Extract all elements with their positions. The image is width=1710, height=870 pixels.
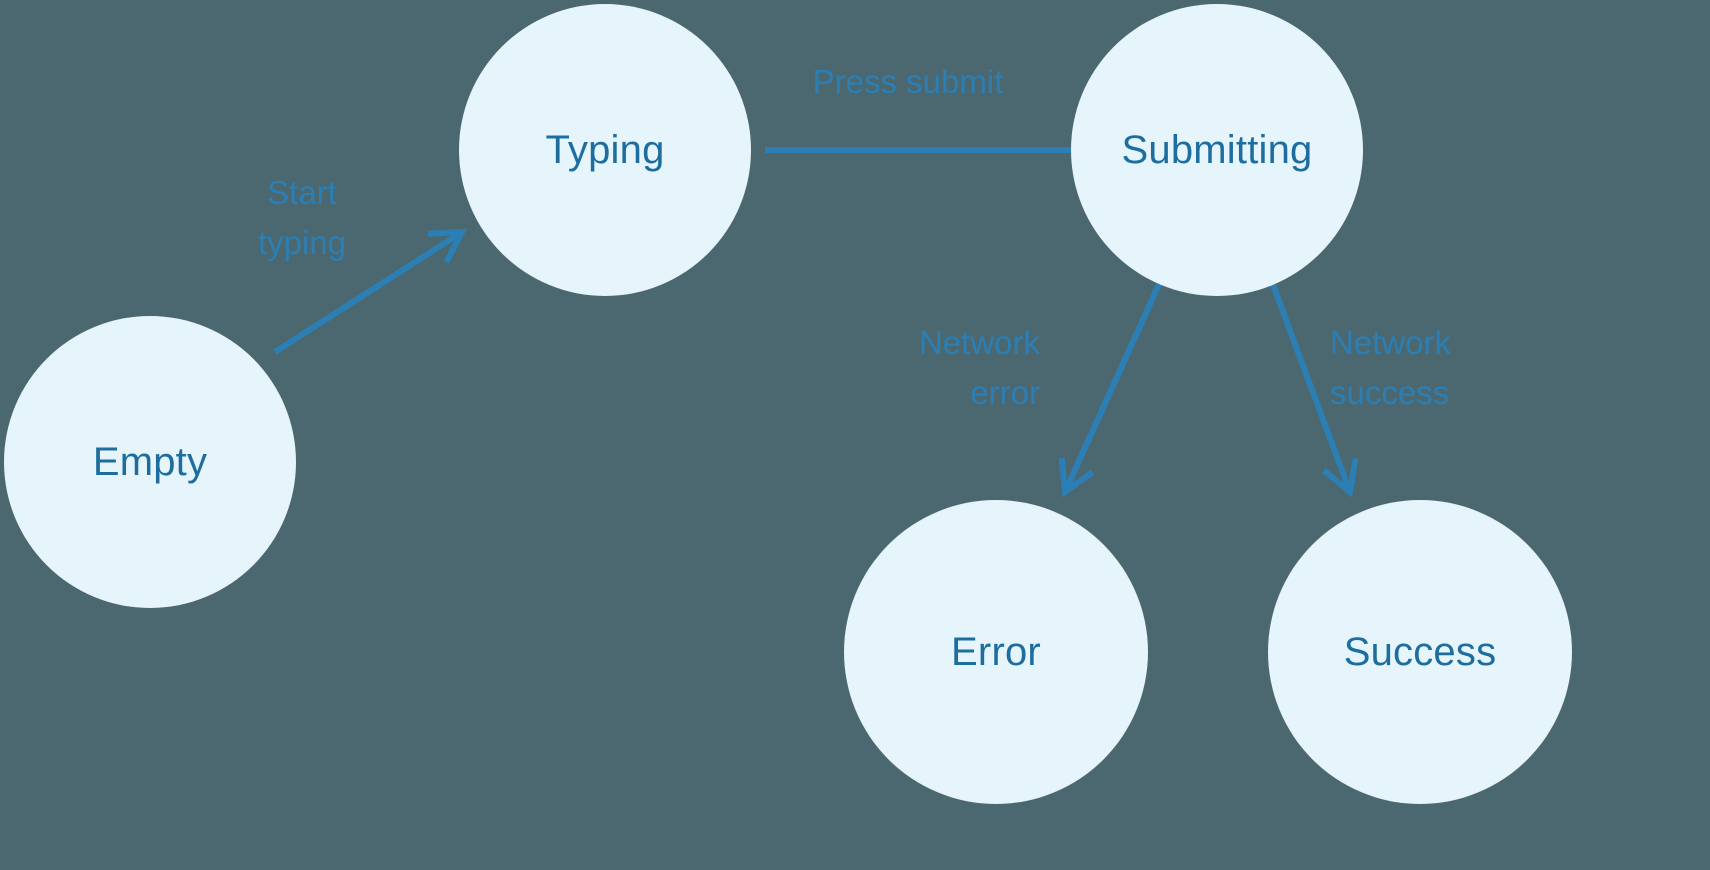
state-label-success: Success	[1343, 629, 1497, 674]
edge-line-network-success	[1269, 280, 1353, 494]
state-label-error: Error	[951, 629, 1041, 674]
edge-label-line1-start-typing: Start	[267, 174, 337, 211]
edge-arrowhead-network-success	[1321, 457, 1359, 498]
state-label-submitting: Submitting	[1121, 127, 1313, 172]
state-label-empty: Empty	[92, 439, 208, 484]
edge-line-network-error	[1062, 280, 1163, 494]
edge-label-network-success: Network success	[1330, 318, 1500, 418]
edge-arrowhead-start-typing	[427, 228, 468, 264]
state-node-empty[interactable]: Empty	[4, 316, 296, 608]
edge-network-success	[1269, 280, 1359, 498]
edge-label-line1-network-success: Network	[1330, 324, 1452, 361]
edge-network-error	[1058, 280, 1163, 498]
edge-arrowhead-network-error	[1058, 457, 1095, 498]
edge-label-press-submit: Press submit	[797, 57, 1019, 107]
state-node-success[interactable]: Success	[1268, 500, 1572, 804]
edge-label-start-typing: Start typing	[248, 168, 356, 268]
state-node-submitting[interactable]: Submitting	[1071, 4, 1363, 296]
edge-label-line1-press-submit: Press submit	[812, 63, 1004, 100]
edge-label-network-error: Network error	[880, 318, 1040, 418]
edge-label-line2-network-success: success	[1330, 374, 1450, 411]
edge-label-line1-network-error: Network	[918, 324, 1040, 361]
state-label-typing: Typing	[545, 127, 665, 172]
edge-label-line2-start-typing: typing	[257, 224, 347, 261]
edge-line-start-typing	[273, 229, 464, 355]
edge-start-typing	[273, 228, 468, 355]
state-node-typing[interactable]: Typing	[459, 4, 751, 296]
state-node-error[interactable]: Error	[844, 500, 1148, 804]
edge-label-line2-network-error: error	[970, 374, 1040, 411]
